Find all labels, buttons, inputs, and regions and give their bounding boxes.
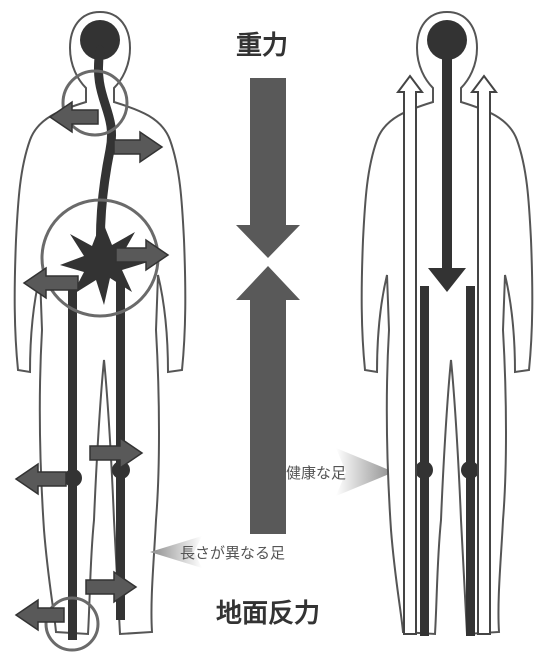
unequal-legs-label: 長さが異なる足 <box>180 544 285 562</box>
gravity-label: 重力 <box>236 31 288 61</box>
left-leg-line-left <box>68 280 77 640</box>
center-forces: 重力 地面反力 長さが異なる足 健康な足 <box>150 31 394 629</box>
ground-reaction-arrow-icon <box>236 266 300 534</box>
left-body-outline <box>15 12 186 634</box>
right-knee-right <box>461 461 479 479</box>
right-figure <box>362 12 533 636</box>
ground-reaction-label: 地面反力 <box>216 599 320 629</box>
healthy-legs-label: 健康な足 <box>286 464 346 482</box>
right-spine <box>442 50 452 272</box>
right-knee-left <box>415 461 433 479</box>
right-leg-line-right <box>466 286 475 636</box>
gravity-arrow-icon <box>236 78 300 258</box>
right-leg-line-left <box>420 286 429 636</box>
